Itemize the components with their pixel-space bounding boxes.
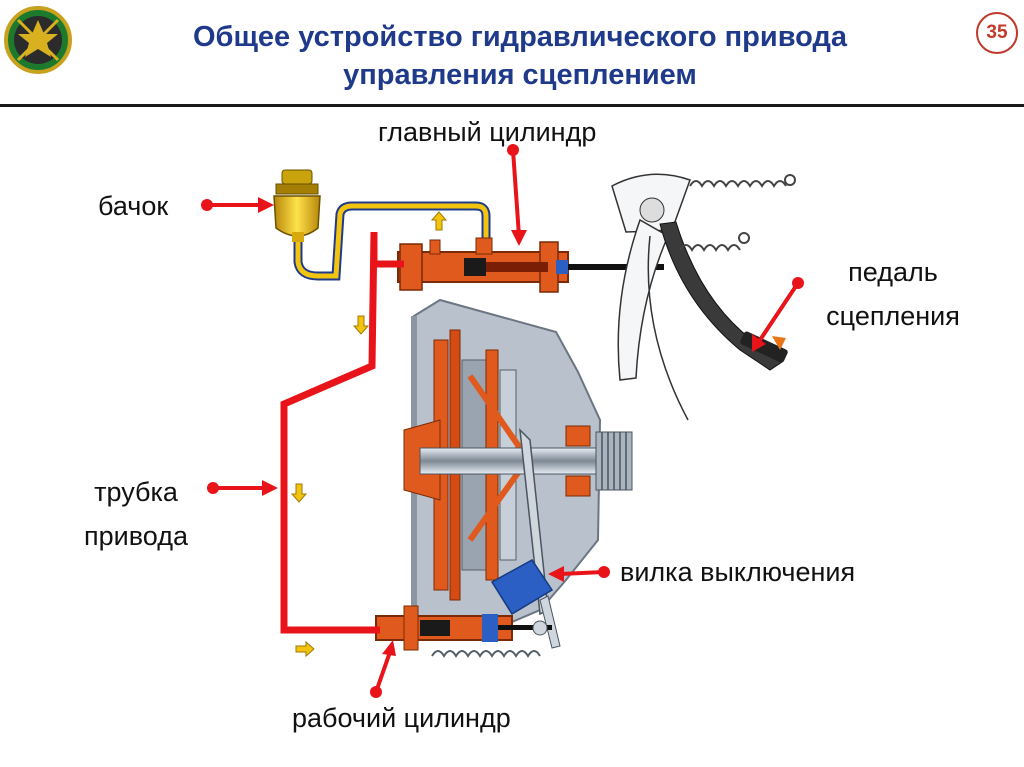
label-pedal: педаль сцепления [808,250,978,338]
clutch-housing [290,211,633,658]
pointer-reservoir [201,197,274,213]
page-number-badge: 35 [976,12,1018,54]
clutch-pedal [611,173,796,421]
pointer-master-cylinder [507,144,527,246]
reservoir [273,169,321,242]
reservoir-hose [293,201,491,281]
title-line-2: управления сцеплением [343,59,697,91]
header-divider [0,104,1024,107]
label-pipe: трубка привода [66,470,206,558]
label-pipe-line-1: трубка [94,477,178,507]
pointer-pipe [207,480,278,496]
label-reservoir: бачок [98,191,169,221]
label-slave-cylinder: рабочий цилиндр [292,703,511,733]
release-fork [490,427,561,649]
label-pipe-line-2: привода [84,521,188,551]
hydraulic-pipe [280,231,404,634]
label-pedal-line-1: педаль [848,257,938,287]
page-title: Общее устройство гидравлического привода… [150,18,890,94]
title-line-1: Общее устройство гидравлического привода [192,21,848,53]
label-master-cylinder: главный цилиндр [378,117,597,147]
pointer-pedal [752,277,804,352]
label-pedal-line-2: сцепления [826,301,960,331]
master-cylinder [397,237,664,293]
pointer-slave-cylinder [370,640,396,698]
slave-cylinder [375,605,552,658]
emblem-icon [4,6,72,74]
label-release-fork: вилка выключения [620,557,856,587]
pointer-release-fork [548,566,610,582]
